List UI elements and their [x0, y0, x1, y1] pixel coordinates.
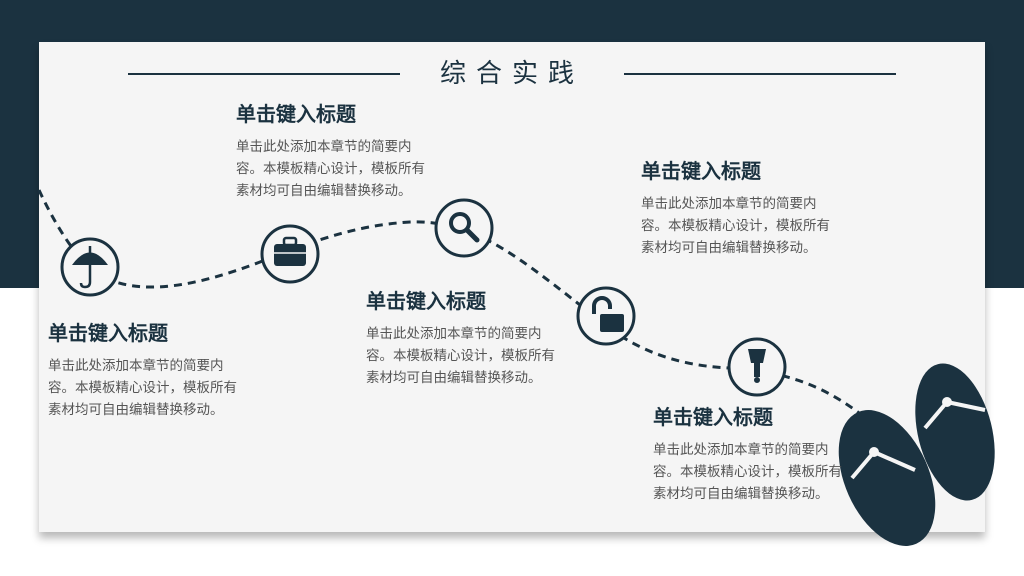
briefcase-icon: [260, 224, 320, 284]
step-body: 单击此处添加本章节的简要内容。本模板精心设计，模板所有素材均可自由编辑替换移动。: [48, 358, 237, 418]
search-icon: [434, 198, 494, 258]
slide-title: 综合实践: [439, 59, 584, 89]
step-body: 单击此处添加本章节的简要内容。本模板精心设计，模板所有素材均可自由编辑替换移动。: [641, 196, 830, 256]
step-heading: 单击键入标题: [653, 405, 773, 429]
step-heading: 单击键入标题: [236, 102, 356, 126]
step-heading: 单击键入标题: [366, 289, 486, 313]
title-rule-left: [128, 73, 400, 75]
content-card: [39, 42, 985, 532]
flip-flops-icon: [838, 363, 995, 546]
title-rule-right: [624, 73, 896, 75]
step-2-text: 单击键入标题 单击此处添加本章节的简要内容。本模板精心设计，模板所有素材均可自由…: [236, 100, 426, 202]
unlock-icon: [576, 286, 636, 346]
step-heading: 单击键入标题: [641, 159, 761, 183]
step-5-text: 单击键入标题 单击此处添加本章节的简要内容。本模板精心设计，模板所有素材均可自由…: [653, 403, 843, 505]
step-heading: 单击键入标题: [48, 321, 168, 345]
step-1-text: 单击键入标题 单击此处添加本章节的简要内容。本模板精心设计，模板所有素材均可自由…: [48, 319, 238, 421]
paintbrush-icon: [727, 337, 787, 397]
step-body: 单击此处添加本章节的简要内容。本模板精心设计，模板所有素材均可自由编辑替换移动。: [236, 139, 425, 199]
umbrella-icon: [60, 237, 120, 297]
step-body: 单击此处添加本章节的简要内容。本模板精心设计，模板所有素材均可自由编辑替换移动。: [653, 442, 842, 502]
step-4-text: 单击键入标题 单击此处添加本章节的简要内容。本模板精心设计，模板所有素材均可自由…: [641, 157, 831, 259]
step-body: 单击此处添加本章节的简要内容。本模板精心设计，模板所有素材均可自由编辑替换移动。: [366, 326, 555, 386]
step-3-text: 单击键入标题 单击此处添加本章节的简要内容。本模板精心设计，模板所有素材均可自由…: [366, 287, 556, 389]
